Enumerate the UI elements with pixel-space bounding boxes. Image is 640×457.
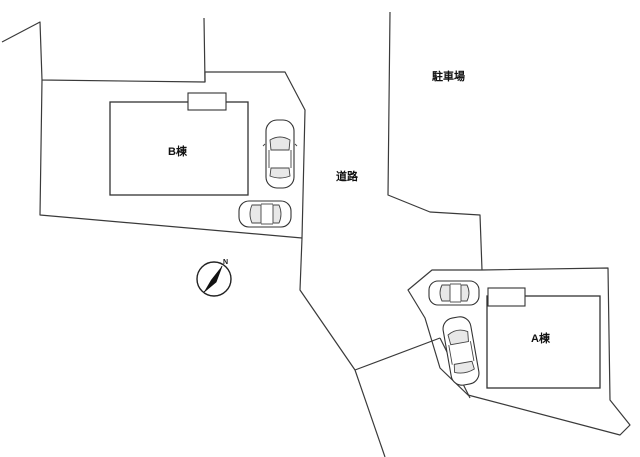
car-a-vertical (442, 316, 480, 386)
road-label: 道路 (336, 169, 359, 183)
parking-boundary (387, 11, 483, 271)
building-b-outdoor-unit (187, 92, 227, 111)
building-b-label: B棟 (168, 144, 188, 158)
car-a-horizontal (428, 280, 480, 306)
building-b-outline (109, 101, 249, 196)
building-a-label: A棟 (531, 331, 551, 345)
car-b-horizontal (238, 200, 292, 228)
building-a-outdoor-unit (487, 287, 526, 307)
lot-b-boundary (39, 71, 306, 239)
road-west-edge (299, 237, 386, 457)
car-b-vertical (262, 119, 298, 189)
boundary-lines (1, 11, 631, 457)
building-b: B棟 (109, 92, 249, 196)
top-left-boundary (1, 17, 206, 83)
north-label: N (223, 259, 228, 266)
road-south-edge (354, 337, 441, 371)
building-a: A棟 (486, 287, 601, 389)
north-arrow-icon: N (196, 259, 232, 297)
building-a-outline (486, 295, 601, 389)
parking-label: 駐車場 (432, 69, 465, 83)
